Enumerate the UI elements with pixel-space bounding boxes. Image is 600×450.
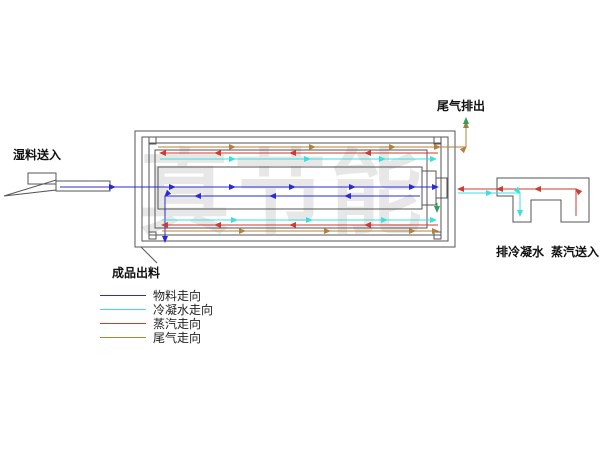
condensate-drain-label: 排冷凝水 <box>496 245 545 259</box>
legend-item-exhaust: 尾气走向 <box>100 330 213 345</box>
legend-label-steam: 蒸汽走向 <box>153 316 202 331</box>
legend-item-condensate: 冷凝水走向 <box>100 302 214 317</box>
legend-line-material <box>100 294 146 296</box>
steam-condensate-assembly <box>496 177 590 223</box>
dryer-body-shells <box>134 130 456 248</box>
legend-label-material: 物料走向 <box>153 288 202 303</box>
steam-flow-lines <box>159 150 583 228</box>
legend-item-material: 物料走向 <box>100 288 213 303</box>
wet-feed-label: 湿料送入 <box>13 148 62 162</box>
legend-item-steam: 蒸汽走向 <box>100 316 213 331</box>
exhaust-out-label: 尾气排出 <box>437 99 486 113</box>
legend-line-condensate <box>100 308 146 310</box>
legend-line-steam <box>100 322 146 324</box>
legend-line-exhaust <box>100 336 146 338</box>
product-outlet-pointer <box>140 246 158 264</box>
legend: 物料走向 冷凝水走向 蒸汽走向 尾气走向 <box>100 288 214 345</box>
condensate-flow-lines <box>160 156 523 223</box>
legend-label-exhaust: 尾气走向 <box>153 330 202 345</box>
steam-in-label: 蒸汽送入 <box>551 245 600 259</box>
exhaust-flow-lines <box>158 121 469 234</box>
material-flow-lines <box>60 184 439 243</box>
legend-label-condensate: 冷凝水走向 <box>153 302 214 317</box>
product-out-label: 成品出料 <box>112 266 161 280</box>
feed-hopper <box>3 172 111 197</box>
indicator-arrows <box>434 117 469 213</box>
